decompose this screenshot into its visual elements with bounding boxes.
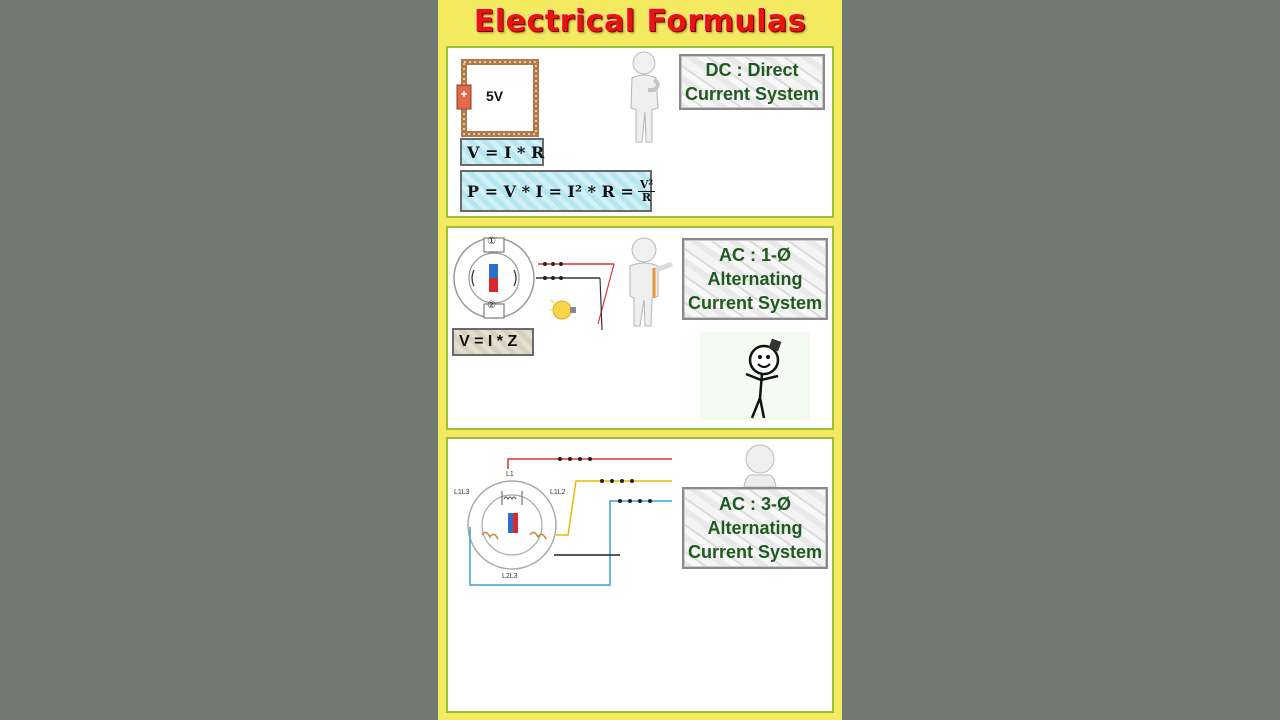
coil-label-l1l3: L1L3 <box>454 489 470 496</box>
ac-three-phase-label-line3: Current System <box>687 542 823 562</box>
ac-single-phase-label-line3: Current System <box>687 293 823 313</box>
dc-system-label-line2: Current System <box>684 84 820 104</box>
dc-system-label-line1: DC : Direct <box>705 60 799 80</box>
power-formula-denominator: R <box>641 190 652 204</box>
battery-voltage-label: 5V <box>486 88 504 104</box>
ac-single-phase-label: AC : 1-Ø Alternating Current System <box>682 238 828 320</box>
ac-three-phase-label-line1: AC : 3-Ø <box>719 494 791 514</box>
coil-label-l1l2: L1L2 <box>550 489 566 496</box>
formula-sheet: Electrical Formulas 5V <box>438 0 842 720</box>
person-peeking-icon <box>740 443 780 487</box>
bulb-icon <box>550 298 578 324</box>
ac-single-phase-panel: ① ② AC : 1-Ø Alternating Current System … <box>446 226 834 430</box>
three-phase-generator-diagram <box>452 449 672 589</box>
impedance-formula: V = I * Z <box>452 328 534 356</box>
battery-icon <box>456 84 472 110</box>
generator-terminal-1-label: ① <box>487 236 496 247</box>
stick-figure-icon <box>700 332 810 420</box>
ac-three-phase-label-line2: Alternating <box>707 518 803 538</box>
ac-single-phase-label-line2: Alternating <box>707 269 803 289</box>
single-phase-generator-diagram <box>450 234 630 330</box>
power-formula-fraction: V² R <box>637 177 656 204</box>
generator-terminal-2-label: ② <box>487 300 496 311</box>
page-title: Electrical Formulas <box>473 4 807 39</box>
power-formula-numerator: V² <box>637 177 656 192</box>
power-formula-main: P = V * I = I² * R = <box>467 181 634 201</box>
coil-label-l2l3: L2L3 <box>502 573 518 580</box>
ac-single-phase-label-line1: AC : 1-Ø <box>719 245 791 265</box>
ac-three-phase-panel: L1 L1L3 L1L2 L2L3 AC : 3-Ø Alternating C… <box>446 437 834 713</box>
ohms-law-formula: V = I * R <box>460 138 544 166</box>
person-pointing-icon <box>624 236 680 328</box>
person-thinking-icon <box>624 50 668 146</box>
power-formula: P = V * I = I² * R = V² R <box>460 170 656 212</box>
ac-three-phase-label: AC : 3-Ø Alternating Current System <box>682 487 828 569</box>
dc-panel: 5V DC : Direct Current System V = I * R … <box>446 46 834 218</box>
coil-label-l1: L1 <box>506 471 514 478</box>
dc-system-label: DC : Direct Current System <box>679 54 825 110</box>
